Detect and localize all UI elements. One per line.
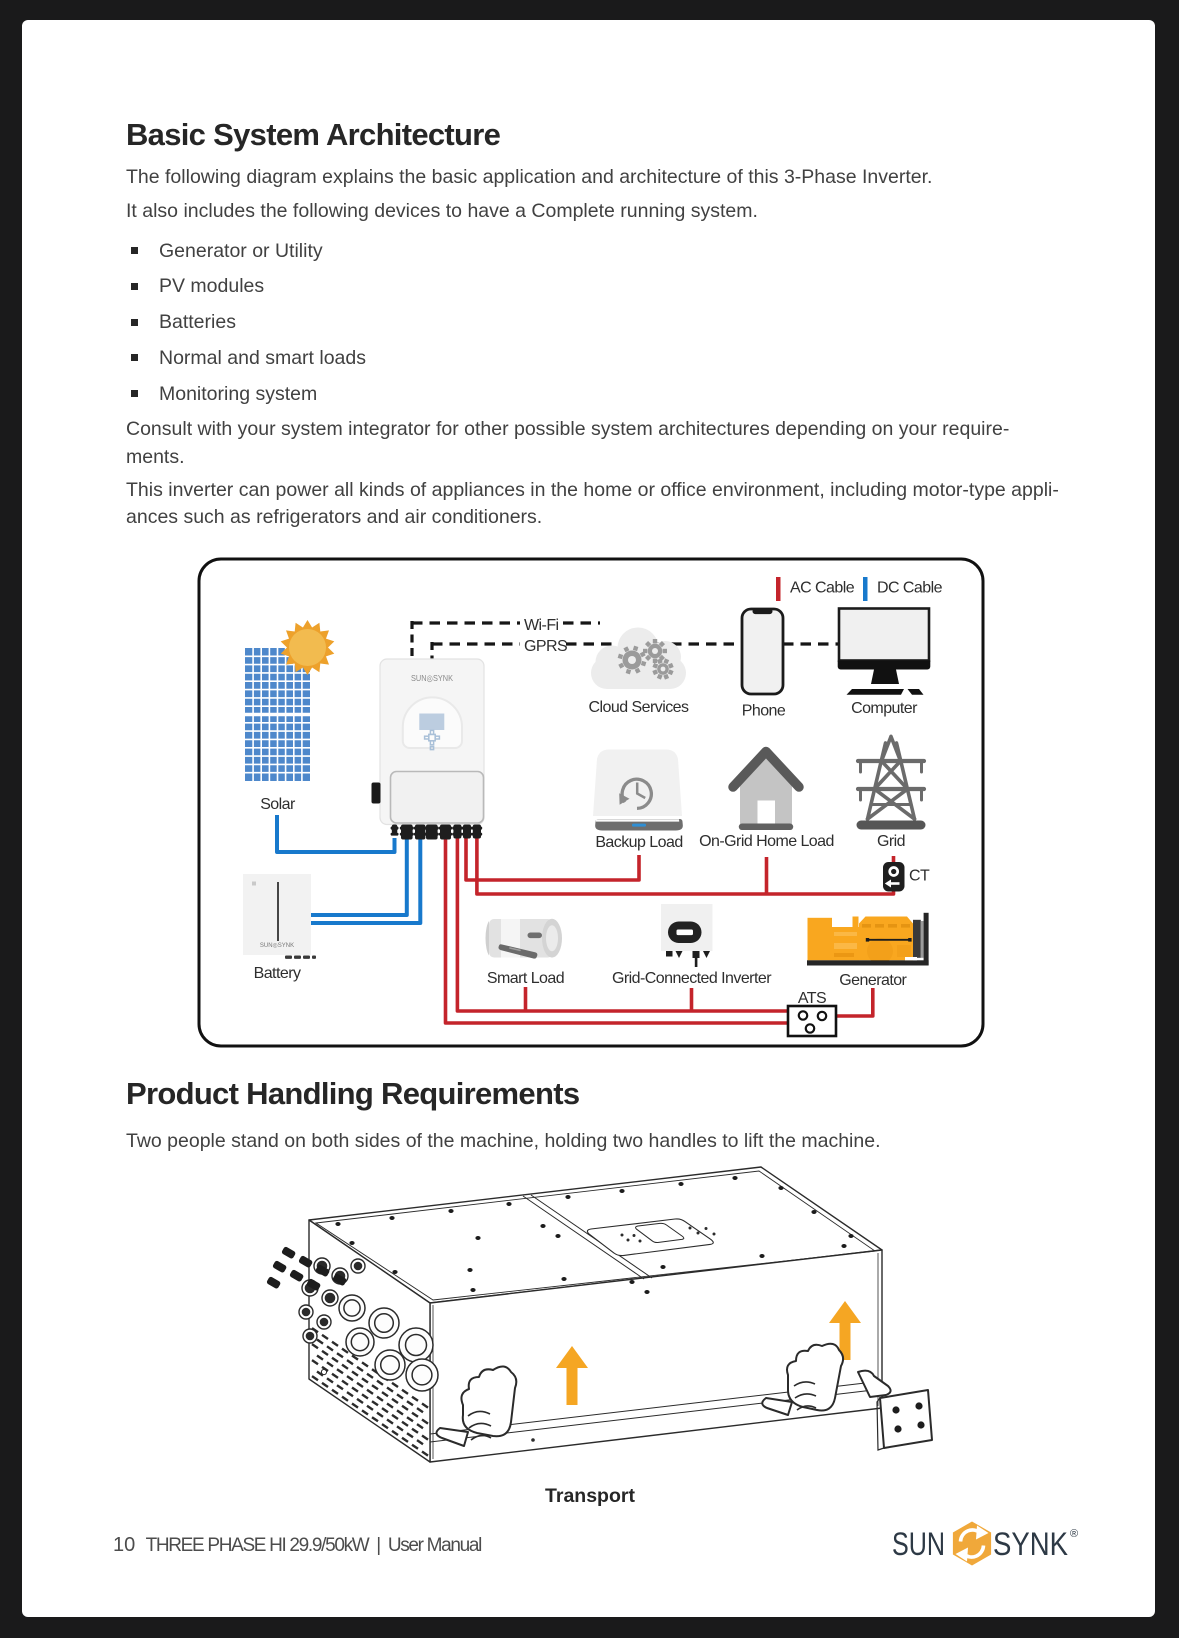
svg-text:Grid: Grid [877, 833, 905, 850]
svg-text:DC Cable: DC Cable [877, 580, 943, 597]
svg-text:Cloud Services: Cloud Services [589, 699, 689, 716]
svg-text:Backup Load: Backup Load [595, 834, 682, 851]
svg-text:SUN◎SYNK: SUN◎SYNK [411, 673, 453, 683]
svg-text:Phone: Phone [742, 703, 786, 720]
svg-text:CT: CT [909, 868, 930, 885]
svg-text:On-Grid Home Load: On-Grid Home Load [699, 833, 834, 850]
svg-text:Solar: Solar [260, 796, 296, 813]
svg-text:®: ® [1070, 1528, 1078, 1540]
svg-text:Grid-Connected Inverter: Grid-Connected Inverter [612, 970, 772, 987]
svg-text:SUN: SUN [892, 1526, 945, 1562]
svg-text:Wi-Fi: Wi-Fi [524, 617, 559, 634]
svg-text:AC Cable: AC Cable [790, 580, 855, 597]
svg-text:SYNK: SYNK [993, 1526, 1068, 1562]
svg-text:GPRS: GPRS [524, 638, 567, 655]
svg-text:ATS: ATS [798, 990, 826, 1007]
svg-text:Generator: Generator [839, 972, 907, 989]
svg-text:Computer: Computer [851, 700, 918, 717]
svg-text:Battery: Battery [254, 965, 301, 982]
svg-text:Smart Load: Smart Load [487, 970, 564, 987]
svg-text:SUN◎SYNK: SUN◎SYNK [260, 943, 294, 949]
